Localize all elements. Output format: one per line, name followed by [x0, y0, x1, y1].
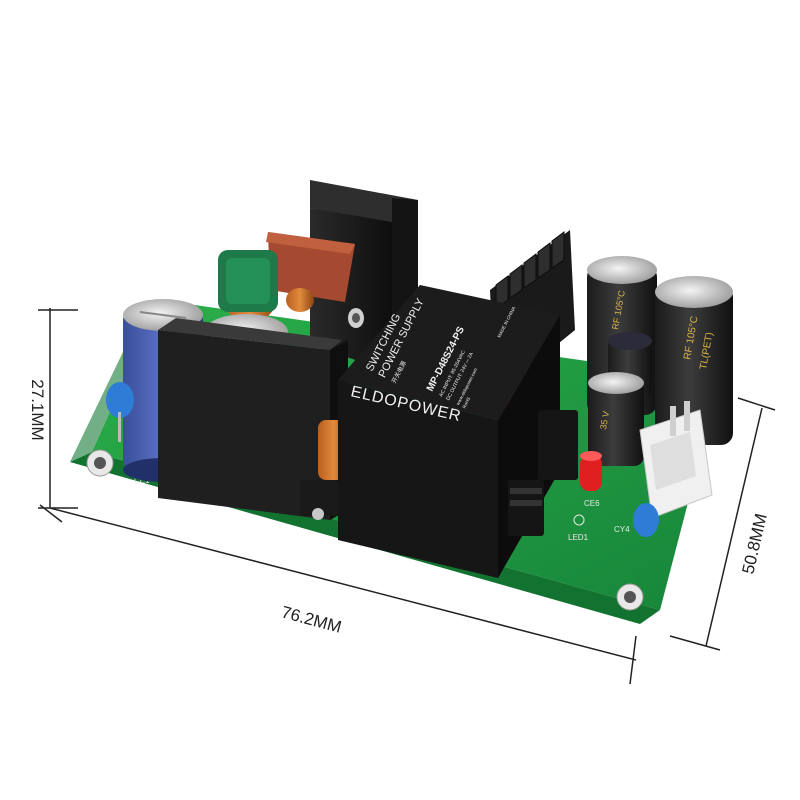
blue-y-capacitor: [633, 503, 659, 537]
green-common-mode-choke: [218, 250, 314, 322]
silk-led1: LED1: [568, 533, 589, 542]
black-electrolytic-capacitor-large: RF 105°C TL(PET): [655, 276, 733, 445]
mosfet-transistor: [508, 480, 544, 536]
x-capacitor: [266, 232, 355, 302]
mounting-hole: [86, 449, 114, 477]
dimension-depth: [669, 397, 776, 651]
width-label: 76.2MM: [279, 603, 343, 637]
mounting-hole: [616, 583, 644, 611]
silk-ce6: CE6: [584, 499, 600, 508]
depth-label: 50.8MM: [738, 512, 770, 576]
mosfet-transistor: [300, 480, 338, 520]
cap-text-c: 35 V: [598, 410, 611, 430]
module-rohs: RoHS: [461, 396, 471, 409]
silk-ce1: CE1: [134, 476, 150, 485]
white-output-connector: [639, 401, 713, 519]
red-led: [580, 451, 602, 491]
black-electrolytic-capacitor-small: 35 V: [588, 372, 644, 466]
mosfet-transistor: [538, 410, 578, 480]
height-label: 27.1MM: [28, 379, 47, 440]
blue-y-capacitor: [106, 382, 134, 442]
dimension-width: [39, 504, 637, 685]
silk-cy4: CY4: [614, 525, 630, 534]
